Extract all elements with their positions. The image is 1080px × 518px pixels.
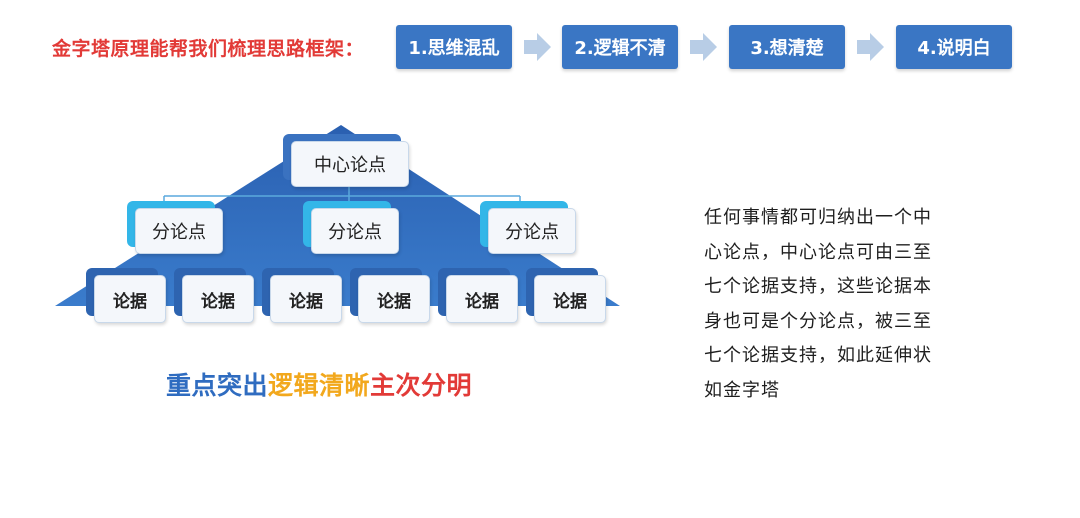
- slogan-part-2: 逻辑清晰: [268, 371, 371, 400]
- slogan: 重点突出逻辑清晰主次分明: [166, 366, 472, 402]
- evidence-node-1: 论据: [94, 275, 166, 323]
- evidence-label-5: 论据: [465, 291, 499, 312]
- step-3-label: 3.想清楚: [750, 38, 824, 59]
- step-3-box: 3.想清楚: [729, 25, 845, 69]
- step-1-label: 1.思维混乱: [408, 38, 500, 59]
- subpoint-node-3: 分论点: [488, 208, 576, 254]
- evidence-label-4: 论据: [377, 291, 411, 312]
- right-arrow-icon: [857, 33, 884, 61]
- evidence-node-2: 论据: [182, 275, 254, 323]
- evidence-label-3: 论据: [289, 291, 323, 312]
- subpoint-node-2: 分论点: [311, 208, 399, 254]
- right-arrow-icon: [524, 33, 551, 61]
- center-point-label: 中心论点: [314, 155, 386, 176]
- subpoint-label-3: 分论点: [505, 222, 559, 243]
- slogan-part-1: 重点突出: [166, 371, 269, 400]
- description-text: 任何事情都可归纳出一个中心论点，中心论点可由三至七个论据支持，这些论据本身也可是…: [704, 207, 932, 401]
- step-2-box: 2.逻辑不清: [562, 25, 678, 69]
- header-title: 金字塔原理能帮我们梳理思路框架：: [52, 38, 365, 60]
- slogan-part-3: 主次分明: [370, 371, 473, 400]
- evidence-node-5: 论据: [446, 275, 518, 323]
- subpoint-label-1: 分论点: [152, 222, 206, 243]
- evidence-node-4: 论据: [358, 275, 430, 323]
- evidence-node-3: 论据: [270, 275, 342, 323]
- evidence-node-6: 论据: [534, 275, 606, 323]
- evidence-label-1: 论据: [113, 291, 147, 312]
- step-4-label: 4.说明白: [917, 38, 991, 59]
- right-arrow-icon: [690, 33, 717, 61]
- step-1-box: 1.思维混乱: [396, 25, 512, 69]
- evidence-label-2: 论据: [201, 291, 235, 312]
- center-point-node: 中心论点: [291, 141, 409, 187]
- evidence-label-6: 论据: [553, 291, 587, 312]
- step-2-label: 2.逻辑不清: [574, 38, 666, 59]
- step-4-box: 4.说明白: [896, 25, 1012, 69]
- subpoint-label-2: 分论点: [328, 222, 382, 243]
- subpoint-node-1: 分论点: [135, 208, 223, 254]
